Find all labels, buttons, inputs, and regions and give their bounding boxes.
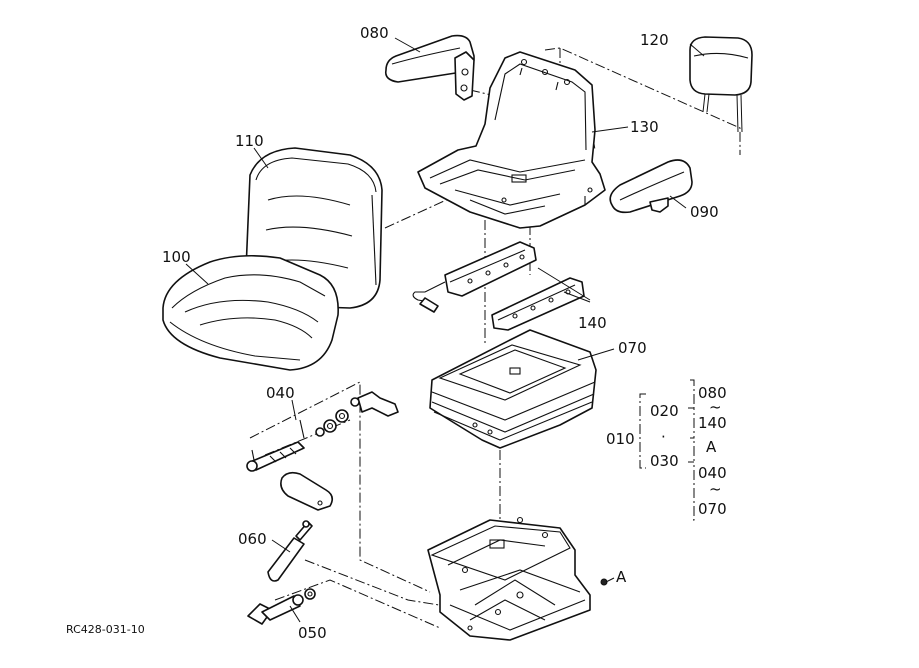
legend-r2: 140 [698, 414, 727, 432]
reference-code: RC428-031-10 [66, 623, 145, 636]
armrest-right [609, 159, 693, 214]
suspension-bellows [429, 329, 597, 449]
legend-r1: ~ [709, 398, 722, 416]
seat-frame [417, 51, 606, 229]
assembly-legend: 010 020 · 030 080 ~ 140 A 040 ~ 070 [606, 379, 727, 521]
legend-r0: 080 [698, 384, 727, 402]
legend-030: 030 [650, 452, 679, 470]
callout-080: 080 [360, 24, 389, 42]
gas-damper [267, 520, 313, 582]
adjuster-assembly [246, 391, 399, 511]
callout-090: 090 [690, 203, 719, 221]
callout-a: A [616, 568, 627, 586]
callout-040: 040 [266, 384, 295, 402]
callout-050: 050 [298, 624, 327, 642]
lever-knob [247, 588, 316, 625]
slide-rails [412, 241, 585, 331]
legend-r5: ~ [709, 480, 722, 498]
callout-070: 070 [618, 339, 647, 357]
callout-130: 130 [630, 118, 659, 136]
legend-r6: 070 [698, 500, 727, 518]
legend-020: 020 [650, 402, 679, 420]
callout-labels: 080 120 130 110 090 100 140 070 040 060 … [66, 24, 719, 642]
legend-010: 010 [606, 430, 635, 448]
seat-cushion [162, 254, 339, 371]
legend-r4: 040 [698, 464, 727, 482]
legend-r3: A [706, 438, 717, 456]
callout-120: 120 [640, 31, 669, 49]
scissor-base [427, 516, 608, 641]
legend-dot: · [661, 428, 666, 446]
callout-140: 140 [578, 314, 607, 332]
callout-100: 100 [162, 248, 191, 266]
callout-110: 110 [235, 132, 264, 150]
callout-060: 060 [238, 530, 267, 548]
headrest [689, 36, 753, 133]
leader-lines [185, 37, 705, 623]
armrest-left [384, 34, 475, 101]
